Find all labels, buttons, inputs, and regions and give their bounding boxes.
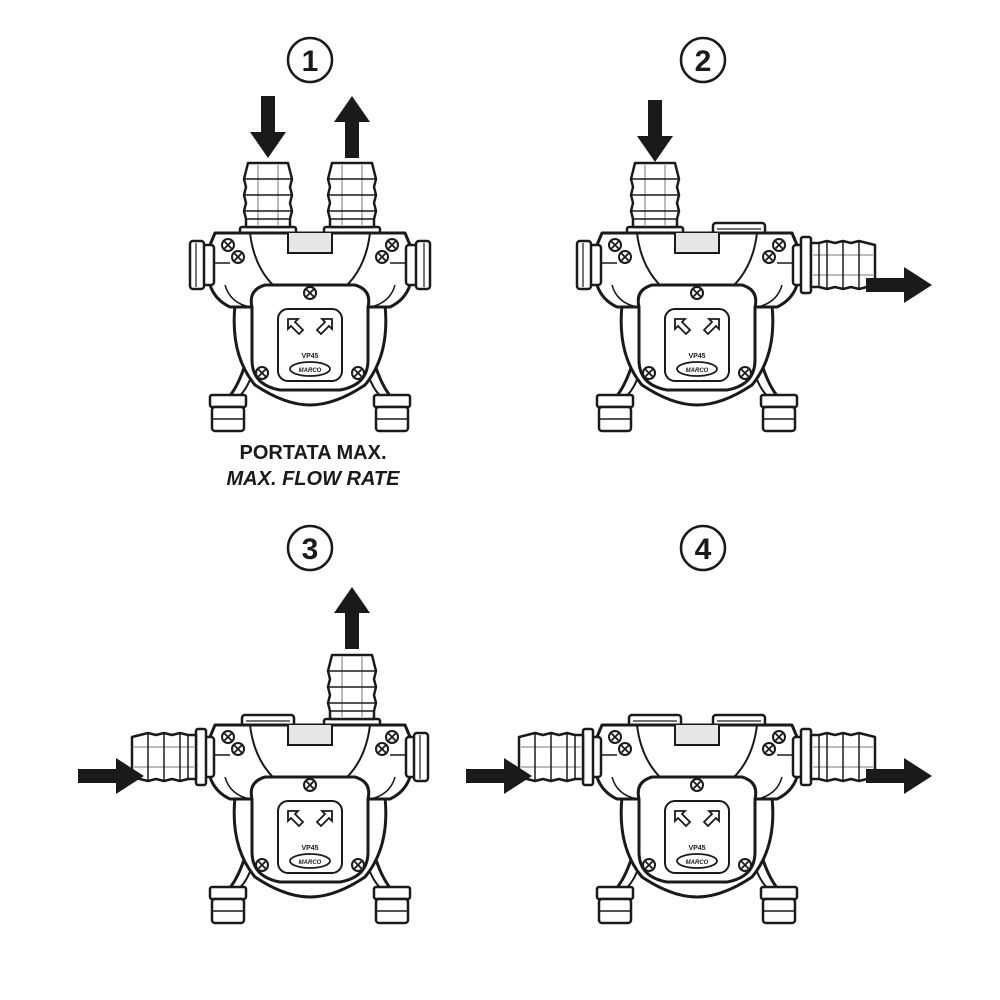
svg-text:VP45: VP45 bbox=[301, 353, 318, 360]
svg-text:MARCO: MARCO bbox=[299, 860, 322, 866]
side-cap-left bbox=[575, 239, 593, 291]
side-cap-left bbox=[188, 239, 206, 291]
svg-text:1: 1 bbox=[302, 45, 319, 78]
configuration-4: 4 VP45 MARCO bbox=[466, 524, 932, 923]
pump-2: VP45 MARCO bbox=[575, 161, 877, 431]
outlet-hose-barb-side bbox=[799, 727, 877, 787]
side-cap-right bbox=[412, 731, 430, 783]
caption-sub: MAX. FLOW RATE bbox=[227, 468, 401, 490]
outlet-hose-barb bbox=[322, 653, 382, 731]
number-badge-3: 3 bbox=[286, 524, 334, 572]
configuration-1: 1 VP45 MARCO PORTATA MAX. MAX. FLOW RATE bbox=[188, 36, 432, 490]
pump-3: VP45 MARCO bbox=[130, 653, 430, 923]
svg-text:3: 3 bbox=[302, 533, 319, 566]
pump-1: VP45 MARCO bbox=[188, 161, 432, 431]
svg-text:MARCO: MARCO bbox=[299, 368, 322, 374]
outlet-arrow-up bbox=[334, 587, 370, 649]
inlet-arrow-down bbox=[250, 96, 286, 158]
pump-4: VP45 MARCO bbox=[517, 713, 877, 923]
configuration-2: 2 VP45 MARCO bbox=[575, 36, 932, 431]
outlet-hose-barb bbox=[322, 161, 382, 239]
configuration-3: 3 VP45 MARCO bbox=[78, 524, 430, 923]
caption-main: PORTATA MAX. bbox=[239, 442, 386, 464]
svg-text:MARCO: MARCO bbox=[686, 368, 709, 374]
svg-text:2: 2 bbox=[695, 45, 712, 78]
svg-text:VP45: VP45 bbox=[688, 845, 705, 852]
inlet-hose-barb bbox=[238, 161, 298, 239]
svg-text:4: 4 bbox=[695, 533, 712, 566]
outlet-arrow-up bbox=[334, 96, 370, 158]
side-cap-right bbox=[414, 239, 432, 291]
inlet-hose-barb-side bbox=[130, 727, 208, 787]
svg-text:VP45: VP45 bbox=[688, 353, 705, 360]
svg-text:VP45: VP45 bbox=[301, 845, 318, 852]
number-badge-1: 1 bbox=[286, 36, 334, 84]
inlet-arrow-down bbox=[637, 100, 673, 162]
inlet-hose-barb bbox=[625, 161, 685, 239]
number-badge-4: 4 bbox=[679, 524, 727, 572]
number-badge-2: 2 bbox=[679, 36, 727, 84]
svg-text:MARCO: MARCO bbox=[686, 860, 709, 866]
outlet-hose-barb-side bbox=[799, 235, 877, 295]
